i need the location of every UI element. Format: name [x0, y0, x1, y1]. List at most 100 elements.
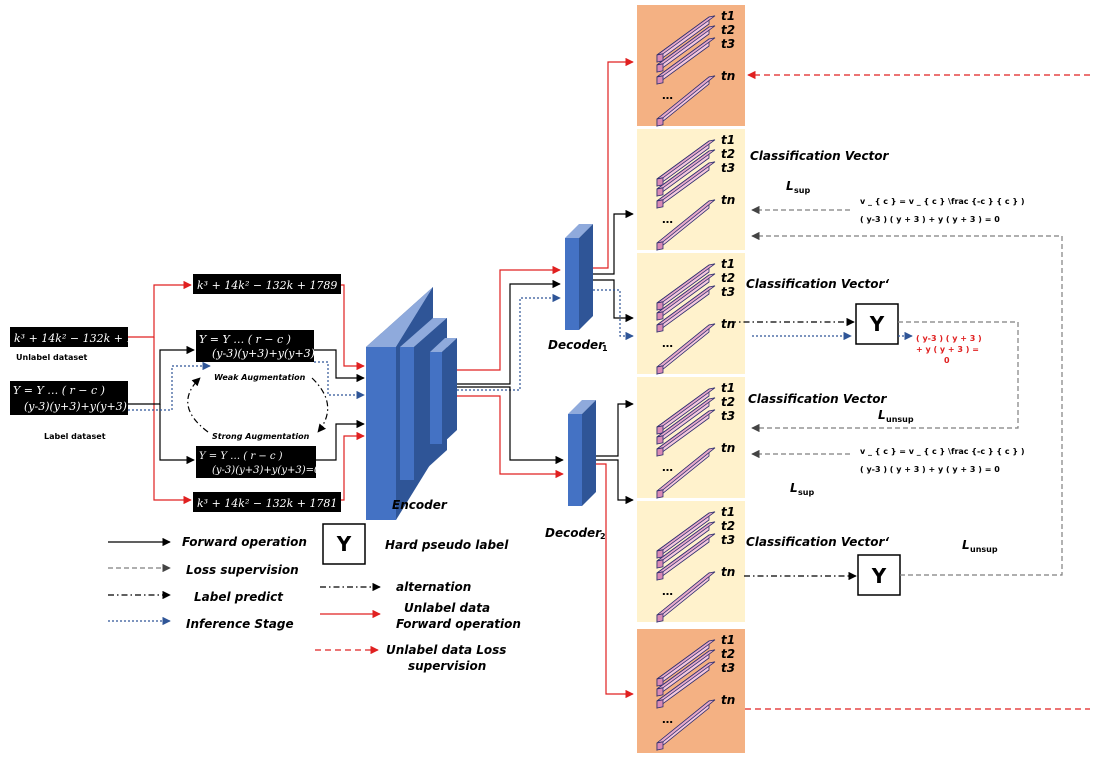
target-formula-2: v _ { c } = v _ { c } \frac {-c } { c } … [860, 447, 1024, 456]
decoder-stack-connections [593, 57, 634, 699]
loss-unsup-2-symbol: L [962, 538, 970, 552]
label-weak-image [196, 330, 314, 362]
loss-unsup-1-symbol: L [878, 408, 886, 422]
label-strong-formula: (y-3)(y+3)+y(y+3)=0 [212, 465, 321, 476]
unlabel-weak-formula: k³ + 14k² − 132k + 1789 [197, 279, 337, 292]
supervision-branch-1: L sup v _ { c } = v _ { c } \frac {-c } … [751, 179, 1024, 224]
panel-unlabel-2 [637, 629, 745, 753]
legend-unlabel-forward-1: Unlabel data [404, 601, 490, 615]
token-label-2: t2 [721, 519, 735, 533]
token-label-1: t1 [721, 381, 735, 395]
token-label-4: tn [721, 441, 735, 455]
token-label-3: t3 [721, 533, 735, 547]
strong-augmentation-caption: Strong Augmentation [212, 432, 310, 441]
token-label-1: t1 [721, 133, 735, 147]
stack-panels [637, 5, 745, 753]
legend-alternation: alternation [396, 580, 471, 594]
unlabel-input-image [10, 327, 128, 347]
token-stack-unlabel-1: t1t2t3tn… [656, 9, 735, 127]
label-input-formula: (y-3)(y+3)+y(y+3)=0 [24, 400, 143, 413]
legend-pseudo-symbol: Y [336, 532, 352, 556]
token-label-3: t3 [721, 37, 735, 51]
legend-unlabel-loss-2: supervision [408, 659, 486, 673]
token-label-2: t2 [721, 23, 735, 37]
loss-sup-2-symbol: L [790, 481, 798, 495]
loss-unsup-2-sub: unsup [970, 545, 998, 554]
unlabel-dataset-caption: Unlabel dataset [16, 353, 88, 362]
target-formula-2b: ( y-3 ) ( y + 3 ) + y ( y + 3 ) = 0 [860, 465, 1000, 474]
inference-output-line3: 0 [944, 356, 950, 365]
token-stack-sup-2: t1t2t3tn… [656, 381, 735, 499]
classification-vector-1: Classification Vector [750, 149, 890, 163]
label-strong-image [196, 446, 316, 478]
token-label-4: tn [721, 317, 735, 331]
encoder-decoder-connections [457, 265, 564, 479]
inference-output-line1: ( y-3 ) ( y + 3 ) [916, 334, 982, 343]
decoder-2-label: Decoder [545, 526, 602, 540]
token-stack-sup-1: t1t2t3tn… [656, 133, 735, 251]
label-strong-formula-top: Y = Y … ( r − c ) [199, 451, 283, 462]
token-label-1: t1 [721, 257, 735, 271]
label-weak-formula: (y-3)(y+3)+y(y+3)=0 [212, 347, 331, 360]
token-ellipsis: … [662, 585, 673, 598]
token-label-1: t1 [721, 505, 735, 519]
decoder-1 [565, 224, 593, 330]
target-formula-1b: ( y-3 ) ( y + 3 ) + y ( y + 3 ) = 0 [860, 215, 1000, 224]
panel-unsup-2 [637, 501, 745, 622]
loss-sup-1-sub: sup [794, 186, 810, 195]
target-formula-1: v _ { c } = v _ { c } \frac {-c } { c } … [860, 197, 1024, 206]
encoder-label: Encoder [392, 498, 448, 512]
loss-unsup-1-sub: unsup [886, 415, 914, 424]
token-label-4: tn [721, 69, 735, 83]
supervision-branch-2: v _ { c } = v _ { c } \frac {-c } { c } … [751, 447, 1024, 497]
legend-pseudo-box [322, 523, 366, 565]
token-label-2: t2 [721, 271, 735, 285]
classification-vector-prime-2: Classification Vector‘ [746, 535, 889, 549]
legend-unlabel-loss-1: Unlabel data Loss [386, 643, 506, 657]
unlabel-weak-image [193, 274, 341, 294]
token-label-4: tn [721, 693, 735, 707]
token-stacks: t1t2t3tn…t1t2t3tn…t1t2t3tn…t1t2t3tn…t1t2… [656, 9, 735, 751]
token-label-2: t2 [721, 647, 735, 661]
token-label-3: t3 [721, 285, 735, 299]
label-input-image [10, 381, 128, 415]
input-images: k³ + 14k² − 132k + 1789 Unlabel dataset … [10, 274, 341, 512]
decoder-2 [568, 400, 596, 506]
pseudo-label-branch-1: Y ( y-3 ) ( y + 3 ) + y ( y + 3 ) = 0 L … [730, 303, 1019, 433]
token-label-1: t1 [721, 9, 735, 23]
legend-inference: Inference Stage [186, 617, 294, 631]
pseudo-label-symbol-1: Y [869, 312, 885, 336]
pseudo-label-symbol-2: Y [871, 564, 887, 588]
inference-output-line2: + y ( y + 3 ) = [916, 345, 979, 354]
token-label-4: tn [721, 565, 735, 579]
panel-sup-2 [637, 377, 745, 498]
token-label-3: t3 [721, 661, 735, 675]
legend: Forward operation Loss supervision Label… [108, 523, 521, 673]
unlabel-strong-formula: k³ + 14k² − 132k + 1781 [197, 497, 337, 510]
unlabel-input-formula: k³ + 14k² − 132k + 1789 [14, 332, 154, 345]
label-weak-formula-top: Y = Y … ( r − c ) [199, 333, 291, 346]
stack-captions: Classification Vector Classification Vec… [746, 149, 890, 549]
legend-loss-supervision: Loss supervision [186, 563, 299, 577]
decoder-1-index: 1 [602, 344, 608, 353]
token-ellipsis: … [662, 213, 673, 226]
legend-hard-pseudo: Hard pseudo label [385, 538, 509, 552]
pseudo-label-box-1 [855, 303, 899, 345]
label-dataset-caption: Label dataset [44, 432, 106, 441]
token-label-2: t2 [721, 147, 735, 161]
encoder-blocks [366, 287, 457, 520]
token-label-3: t3 [721, 161, 735, 175]
legend-forward: Forward operation [182, 535, 307, 549]
label-input-formula-top: Y = Y … ( r − c ) [13, 384, 105, 397]
classification-vector-prime-1: Classification Vector‘ [746, 277, 889, 291]
loss-sup-1-symbol: L [786, 179, 794, 193]
token-label-3: t3 [721, 409, 735, 423]
augmentation-cycle [187, 377, 329, 433]
token-label-1: t1 [721, 633, 735, 647]
token-ellipsis: … [662, 337, 673, 350]
token-ellipsis: … [662, 713, 673, 726]
